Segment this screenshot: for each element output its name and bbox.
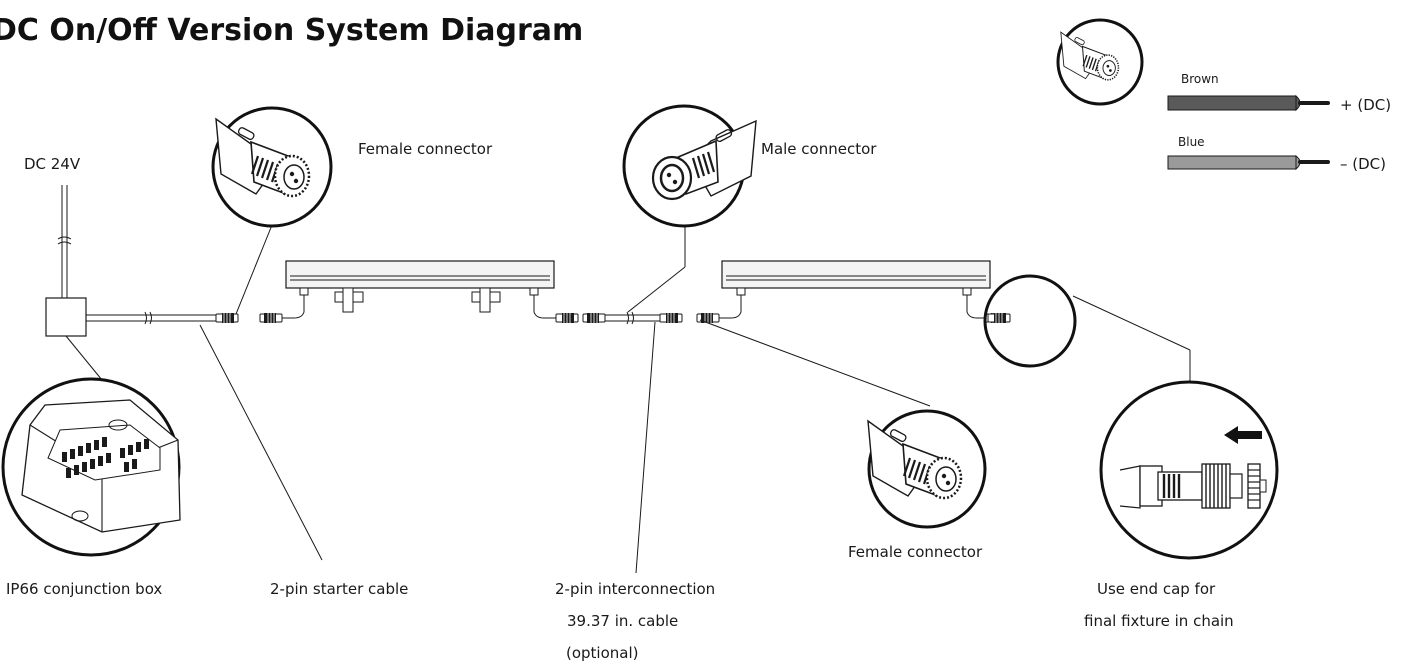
starter-cable [86, 311, 239, 325]
legend-wire-blue-polarity: – (DC) [1340, 155, 1386, 173]
page-title: DC On/Off Version System Diagram [0, 13, 583, 48]
arrow-left-icon [1224, 426, 1262, 444]
power-input: DC 24V [24, 155, 81, 298]
legend-wire-brown-polarity: + (DC) [1340, 96, 1391, 114]
conjunction-box-icon [21, 399, 181, 533]
mounting-bracket [334, 287, 364, 313]
end-cap-callout: Use end cap for final fixture in chain [1084, 380, 1279, 630]
legend-wire-blue-label: Blue [1178, 135, 1205, 149]
legend-wire-blue-icon [1167, 155, 1297, 170]
end-cap-label-line2: final fixture in chain [1084, 612, 1234, 630]
break-mark-icon [57, 236, 72, 245]
legend-wire-brown-label: Brown [1181, 72, 1219, 86]
leader-lines [65, 224, 1191, 574]
interconnect-label-line3: (optional) [566, 644, 639, 662]
interconnect-callout: 2-pin interconnection 39.37 in. cable (o… [555, 580, 715, 662]
fixture-1-input-connector-icon [259, 312, 283, 324]
end-cap-icon [1119, 463, 1267, 509]
fixture-2-input-connector-icon [696, 312, 720, 324]
interconnect-label-line1: 2-pin interconnection [555, 580, 715, 598]
fixture-1 [259, 260, 579, 324]
interconnect-label-line2: 39.37 in. cable [567, 612, 678, 630]
fixture-2 [696, 260, 1008, 324]
end-connector-highlight [983, 274, 1077, 368]
male-connector-label: Male connector [761, 140, 877, 158]
female-connector-label-bottom: Female connector [848, 543, 983, 561]
wire-legend: Brown + (DC) Blue – (DC) [1056, 18, 1391, 173]
end-cap-label-line1: Use end cap for [1097, 580, 1216, 598]
conjunction-box-callout: IP66 conjunction box [1, 377, 181, 598]
female-connector-callout-top: Female connector [211, 106, 493, 228]
interconnect-cable [582, 311, 683, 325]
female-connector-callout-bottom: Female connector [848, 409, 987, 561]
mounting-bracket [471, 287, 501, 313]
end-connector-icon [987, 312, 1011, 324]
power-label: DC 24V [24, 155, 81, 173]
starter-cable-connector-icon [215, 312, 239, 324]
starter-cable-label: 2-pin starter cable [270, 580, 408, 598]
fixture-1-output-connector-icon [555, 312, 579, 324]
female-connector-label-top: Female connector [358, 140, 493, 158]
male-connector-callout-top: Male connector [622, 104, 877, 228]
legend-wire-brown-icon [1167, 95, 1297, 111]
conjunction-box-label: IP66 conjunction box [6, 580, 162, 598]
conjunction-box [45, 297, 87, 337]
